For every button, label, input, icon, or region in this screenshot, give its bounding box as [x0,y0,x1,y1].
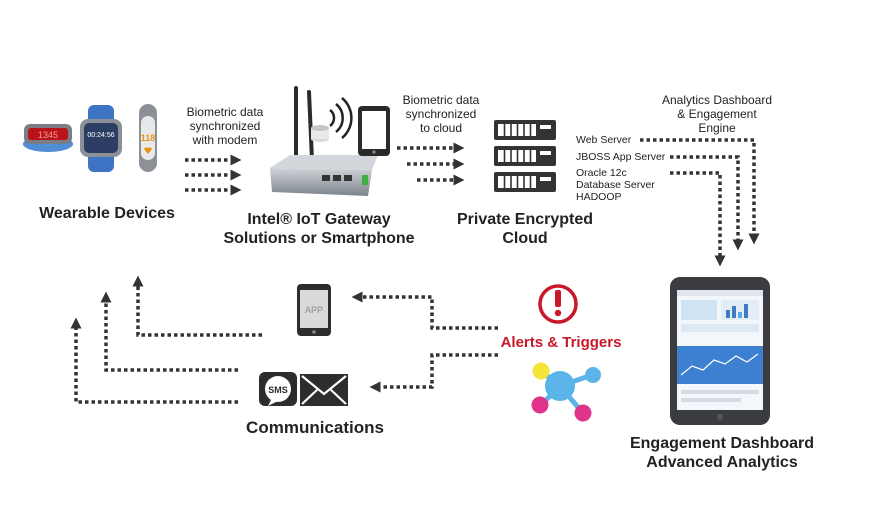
arrow-app-server-dashboard [670,155,744,251]
wearable-band-icon: 1345 [23,124,73,152]
oracle-server-line1: Oracle 12c [576,167,627,179]
sms-icon: SMS [259,372,297,406]
dashboard-label: Engagement Dashboard Advanced Analytics [618,434,826,472]
communications-label: Communications [230,418,400,437]
oracle-server-label: Oracle 12c Database Server HADOOP [576,167,655,203]
flow-arrows [70,138,760,404]
alerts-triggers-label: Alerts & Triggers [488,334,634,351]
analytics-engine-line2: & Engagement [677,107,757,121]
cloud-sync-line1: Biometric data [402,93,480,107]
web-server-text: Web Server [576,134,632,146]
gateway-label-line2: Solutions or Smartphone [223,230,415,247]
gateway-label: Intel® IoT Gateway Solutions or Smartpho… [208,210,430,248]
web-server-label: Web Server [576,134,631,146]
server-unit-2 [494,146,556,166]
dashboard-label-line1: Engagement Dashboard [629,435,815,452]
arrow-alerts-app [351,291,498,330]
arrow-database-dashboard [670,171,726,267]
analytics-engine-label: Analytics Dashboard & Engagement Engine [648,93,786,135]
heart-rate-text: 118 [141,133,156,143]
band-display-text: 1345 [38,130,58,140]
dashboard-tablet-icon [670,277,770,425]
server-unit-3 [494,172,556,192]
cloud-sync-label: Biometric data synchronized to cloud [388,93,494,135]
jboss-server-text: JBOSS App Server [576,151,666,163]
modem-sync-line3: with modem [192,133,258,147]
sms-label-text: SMS [268,385,288,395]
dashboard-label-line2: Advanced Analytics [646,454,798,471]
analytics-engine-line3: Engine [698,121,736,135]
analytics-engine-line1: Analytics Dashboard [661,93,773,107]
cloud-sync-line2: synchronized [405,107,477,121]
server-rack-icon [494,120,556,192]
arrow-communications-wearables-2 [70,317,238,404]
smartphone-icon [358,106,390,156]
communications-text: Communications [246,418,384,437]
arrow-web-server-dashboard [640,138,760,245]
arrow-communications-wearables-1 [100,291,238,372]
heart-rate-monitor-icon: 118 [139,104,157,172]
wearable-devices-label: Wearable Devices [22,204,192,223]
jboss-server-label: JBOSS App Server [576,151,665,163]
cloud-sync-line3: to cloud [419,121,463,135]
modem-sync-line2: synchronized [189,119,261,133]
network-nodes-icon [531,362,601,422]
oracle-server-line2: Database Server [576,179,655,191]
iot-gateway-icon [270,86,378,196]
server-unit-1 [494,120,556,140]
email-envelope-icon [300,374,348,406]
wearable-devices-text: Wearable Devices [39,205,175,222]
arrow-app-wearables [132,275,262,337]
hadoop-text: HADOOP [576,191,622,203]
app-label-text: APP [305,305,323,315]
alert-exclamation-icon [538,284,578,324]
app-phone-icon: APP [297,284,331,336]
cloud-label: Private Encrypted Cloud [440,210,610,248]
smart-watch-icon: 00:24:56 [80,105,122,172]
gateway-label-line1: Intel® IoT Gateway [247,211,391,228]
cloud-label-line2: Cloud [502,230,548,247]
arrow-alerts-sms [369,353,498,393]
watch-time-text: 00:24:56 [87,132,114,139]
modem-sync-label: Biometric data synchronized with modem [172,105,278,147]
alerts-triggers-text: Alerts & Triggers [500,334,622,351]
cloud-label-line1: Private Encrypted [456,211,594,228]
modem-sync-line1: Biometric data [186,105,264,119]
